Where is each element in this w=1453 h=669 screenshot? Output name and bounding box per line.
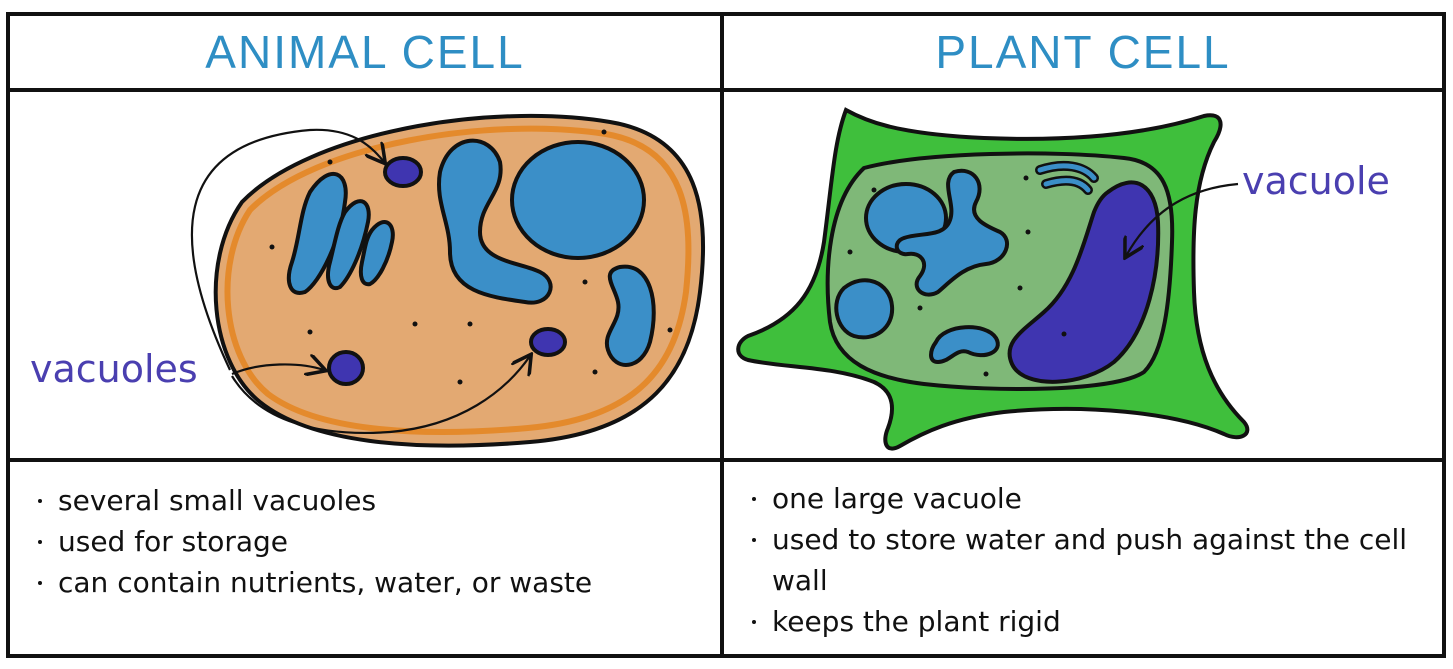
plant-cell-notes: one large vacuole used to store water an… xyxy=(724,462,1442,654)
comparison-table: ANIMAL CELL PLANT CELL xyxy=(6,12,1446,658)
plant-label-arrow xyxy=(1126,182,1239,256)
animal-cell-header: ANIMAL CELL xyxy=(10,16,724,92)
animal-cell-title: ANIMAL CELL xyxy=(205,26,525,78)
plant-mitochondrion xyxy=(929,325,1000,365)
animal-label-arrow xyxy=(190,128,384,371)
animal-label-arrow xyxy=(231,356,530,434)
animal-cell-notes: several small vacuoles used for storage … xyxy=(10,462,724,654)
animal-vacuoles-label: vacuoles xyxy=(30,347,198,391)
plant-central-vacuole xyxy=(1007,180,1161,384)
plant-cell-point-list: one large vacuole used to store water an… xyxy=(724,462,1442,642)
plant-cell-point: keeps the plant rigid xyxy=(746,601,1442,642)
plant-cell-header: PLANT CELL xyxy=(724,16,1442,92)
plant-cell-point: used to store water and push against the… xyxy=(746,519,1412,601)
animal-mitochondrion xyxy=(604,264,656,367)
animal-nucleus xyxy=(510,140,646,260)
plant-cell-diagram-panel: vacuole xyxy=(724,92,1442,462)
animal-vacuole xyxy=(383,156,423,188)
animal-label-arrow xyxy=(231,364,324,374)
animal-cell-point: several small vacuoles xyxy=(32,480,720,521)
animal-cell-diagram-panel: vacuoles xyxy=(10,92,724,462)
plant-endoplasmic-reticulum xyxy=(894,168,1009,297)
animal-cell-point: can contain nutrients, water, or waste xyxy=(32,562,720,603)
plant-vacuole-label: vacuole xyxy=(1242,159,1390,203)
animal-endoplasmic-reticulum xyxy=(437,138,553,305)
plant-cytoplasm-dots xyxy=(847,175,1067,377)
plant-cell-diagram: vacuole xyxy=(736,107,1390,451)
plant-chloroplast xyxy=(834,278,895,340)
animal-vacuole xyxy=(529,327,567,357)
plant-cell-title: PLANT CELL xyxy=(935,26,1231,78)
animal-cell-point: used for storage xyxy=(32,521,720,562)
animal-vacuole xyxy=(327,350,365,386)
animal-cell-point-list: several small vacuoles used for storage … xyxy=(10,462,720,603)
animal-cytoplasm-dots xyxy=(269,129,673,385)
plant-cell-point: one large vacuole xyxy=(746,478,1442,519)
animal-golgi-stack xyxy=(286,171,348,295)
animal-cell-diagram: vacuoles xyxy=(30,113,706,448)
